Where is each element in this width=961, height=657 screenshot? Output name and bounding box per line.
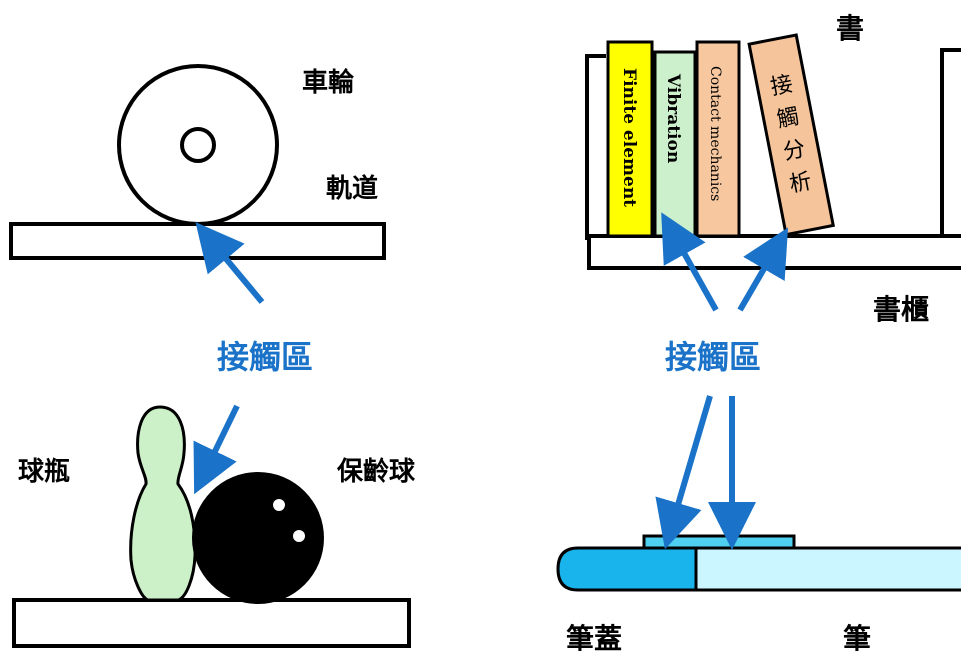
book-title: 分 <box>781 137 807 166</box>
bookshelf-left-side <box>585 54 606 240</box>
rail <box>9 222 386 260</box>
book-finite-element: Finite element <box>606 40 654 238</box>
bookshelf-right-side <box>940 48 961 236</box>
book-title: 析 <box>787 169 813 198</box>
wheel-hub <box>180 127 216 163</box>
bowling-floor <box>12 598 411 648</box>
bowling-panel: 球瓶 保齡球 <box>12 404 416 648</box>
book-contact-arrow-left <box>661 212 719 312</box>
book-contact-label: 接觸區 <box>665 338 761 376</box>
book-title: Finite element <box>619 68 639 207</box>
pen-panel: 筆蓋 筆 <box>556 395 961 655</box>
book-title: Vibration <box>663 73 683 163</box>
bowling-contact-arrow <box>193 404 240 495</box>
shelf-label: 書櫃 <box>873 293 929 326</box>
wheel-rail-panel: 車輪 軌道 接觸區 <box>9 64 386 376</box>
book-contact-analysis: 接 觸 分 析 <box>747 33 835 237</box>
book-contact-arrow-right <box>737 227 789 312</box>
finger-hole-1 <box>273 499 285 511</box>
pen-contact-arrow-left <box>655 395 713 550</box>
wheel-label: 車輪 <box>302 67 355 98</box>
bookshelf-panel: Finite element Vibration Contact mechani… <box>585 12 961 376</box>
bowling-pin <box>129 405 197 602</box>
wheel-contact-label: 接觸區 <box>217 338 313 376</box>
pen-cap <box>556 546 698 592</box>
wheel-contact-arrow <box>195 222 265 304</box>
ball-label: 保齡球 <box>336 457 416 487</box>
book-vibration: Vibration <box>653 50 697 238</box>
finger-hole-2 <box>293 530 305 542</box>
pin-label: 球瓶 <box>18 457 70 487</box>
bowling-ball <box>192 472 324 604</box>
cap-label: 筆蓋 <box>566 622 622 655</box>
rail-label: 軌道 <box>326 173 378 204</box>
pen-body <box>692 546 961 592</box>
book-title: Contact mechanics <box>707 66 723 201</box>
pen-clip <box>642 534 796 550</box>
book-title: 觸 <box>775 104 801 133</box>
pen-label: 筆 <box>843 622 871 655</box>
book-label: 書 <box>836 12 864 45</box>
book-contact-mechanics: Contact mechanics <box>695 40 741 238</box>
book-title: 接 <box>769 72 795 101</box>
